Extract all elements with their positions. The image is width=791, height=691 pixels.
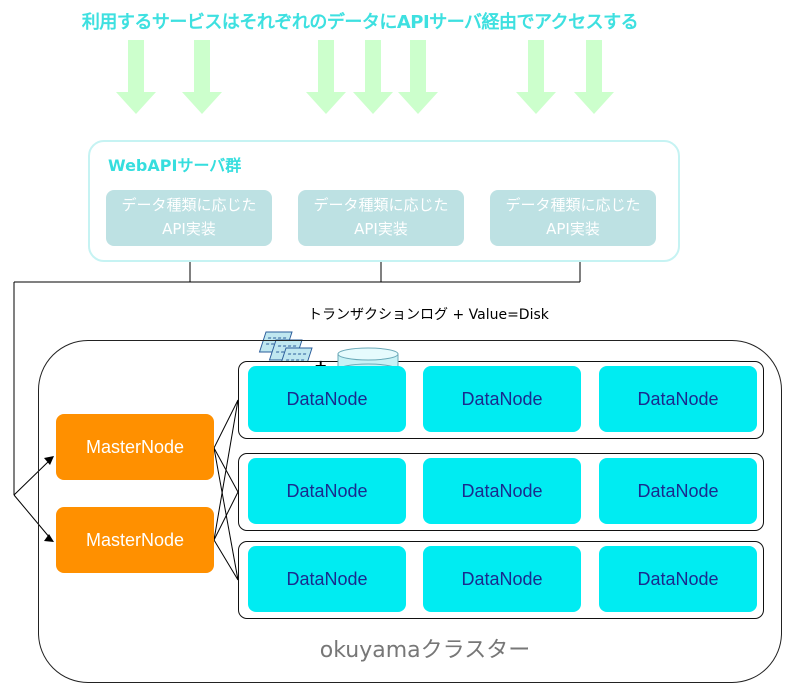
cluster-label: okuyamaクラスター xyxy=(319,638,531,663)
datanode: DataNode xyxy=(423,546,581,612)
datanode: DataNode xyxy=(423,366,581,432)
arrowhead-icon xyxy=(44,534,54,542)
api-box-line1: データ種類に応じた xyxy=(313,196,449,214)
down-arrow-icon xyxy=(574,40,614,114)
api-box-line2: API実装 xyxy=(162,220,216,238)
api-impl-box: データ種類に応じた API実装 xyxy=(106,190,272,246)
datanode: DataNode xyxy=(248,458,406,524)
api-box-line1: データ種類に応じた xyxy=(121,196,257,214)
okuyama-cluster xyxy=(38,340,782,683)
arrowheads xyxy=(44,456,54,542)
down-arrow-icon xyxy=(306,40,346,114)
down-arrow-icon xyxy=(116,40,156,114)
api-connector-lines xyxy=(13,247,581,539)
datanode: DataNode xyxy=(599,458,757,524)
datanode: DataNode xyxy=(248,366,406,432)
down-arrow-icons xyxy=(116,40,614,114)
masternode: MasterNode xyxy=(56,414,214,480)
webapi-group-title: WebAPIサーバ群 xyxy=(108,156,242,175)
api-box-line1: データ種類に応じた xyxy=(505,196,641,214)
down-arrow-icon xyxy=(516,40,556,114)
datanode: DataNode xyxy=(599,366,757,432)
datanode: DataNode xyxy=(599,546,757,612)
storage-caption: トランザクションログ + Value=Disk xyxy=(308,307,549,323)
master-to-row-lines xyxy=(213,399,239,581)
masternode: MasterNode xyxy=(56,507,214,573)
api-box-line2: API実装 xyxy=(354,220,408,238)
api-impl-box: データ種類に応じた API実装 xyxy=(490,190,656,246)
datanode: DataNode xyxy=(248,546,406,612)
headline-text: 利用するサービスはそれぞれのデータにAPIサーバ経由でアクセスする xyxy=(81,12,639,33)
down-arrow-icon xyxy=(398,40,438,114)
down-arrow-icon xyxy=(353,40,393,114)
down-arrow-icon xyxy=(182,40,222,114)
datanode: DataNode xyxy=(423,458,581,524)
api-impl-box: データ種類に応じた API実装 xyxy=(298,190,464,246)
api-box-line2: API実装 xyxy=(546,220,600,238)
arrowhead-icon xyxy=(44,456,54,465)
